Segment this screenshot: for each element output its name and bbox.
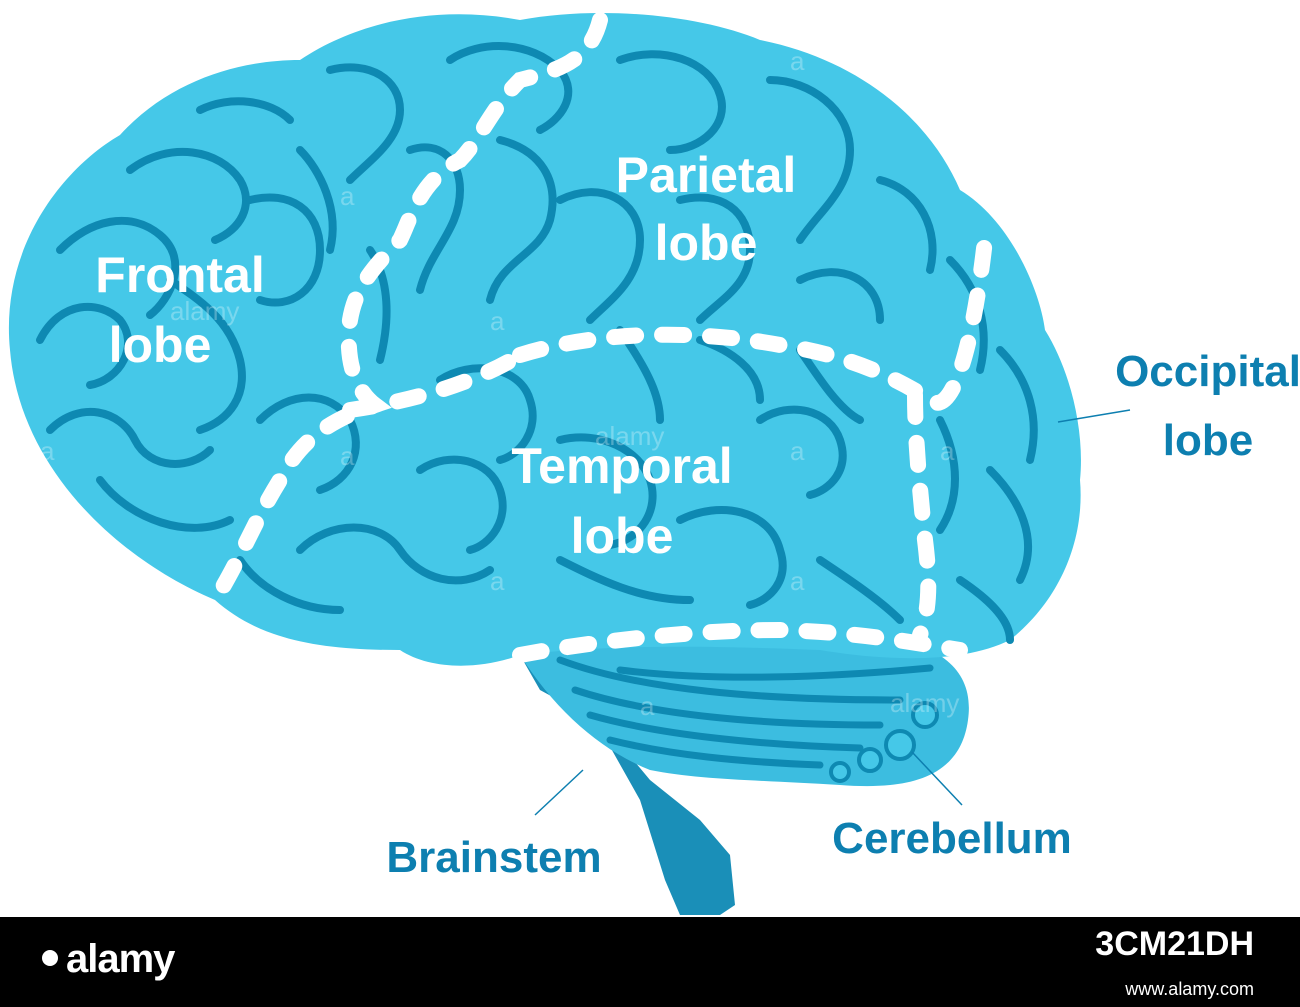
frontal-lobe-label-line1: Frontal	[95, 247, 264, 303]
cerebellum-folds	[556, 656, 934, 769]
footer-url: www.alamy.com	[1125, 979, 1254, 999]
cerebellum-label: Cerebellum	[832, 814, 1072, 863]
watermark-mark: a	[790, 566, 805, 596]
stock-footer-bar: alamy 3CM21DH www.alamy.com	[0, 917, 1300, 1007]
footer-logo-text: alamy	[66, 937, 175, 981]
watermark-text: alamy	[890, 688, 959, 718]
watermark-text: alamy	[595, 421, 664, 451]
cerebrum	[8, 12, 1081, 666]
occipital-leader-line	[1057, 409, 1131, 423]
cerebellum-nodules	[829, 701, 939, 783]
logo-mark-icon	[42, 950, 58, 967]
occipital-lobe-label-line1: Occipital	[1115, 347, 1300, 396]
footer-id-value: 3CM21DH	[1095, 925, 1254, 963]
watermark-mark: a	[790, 46, 805, 76]
watermark-mark: a	[790, 436, 805, 466]
lobe-dividers	[207, 12, 993, 663]
watermark-mark: a	[340, 181, 355, 211]
watermark-mark: a	[40, 436, 55, 466]
footer-image-id: 3CM21DH	[1095, 925, 1254, 964]
brainstem	[520, 655, 735, 915]
watermarks: alamy alamy alamy a a a a a a a a a a	[40, 46, 959, 721]
watermark-mark: a	[490, 306, 505, 336]
cerebellum-leader-line	[911, 751, 963, 806]
brain-sulci	[36, 42, 1038, 644]
watermark-text: alamy	[170, 296, 239, 326]
footer-logo: alamy	[42, 937, 175, 982]
occipital-lobe-label-line2: lobe	[1163, 416, 1253, 465]
watermark-mark: a	[490, 566, 505, 596]
temporal-lobe-label-line2: lobe	[571, 508, 674, 564]
watermark-mark: a	[340, 441, 355, 471]
watermark-mark: a	[640, 691, 655, 721]
brainstem-label: Brainstem	[386, 833, 601, 882]
brainstem-leader-line	[534, 769, 584, 816]
parietal-lobe-label-line1: Parietal	[616, 147, 797, 203]
temporal-lobe-label-line1: Temporal	[511, 438, 732, 494]
parietal-lobe-label-line2: lobe	[655, 215, 758, 271]
frontal-lobe-label-line2: lobe	[109, 317, 212, 373]
watermark-mark: a	[940, 436, 955, 466]
